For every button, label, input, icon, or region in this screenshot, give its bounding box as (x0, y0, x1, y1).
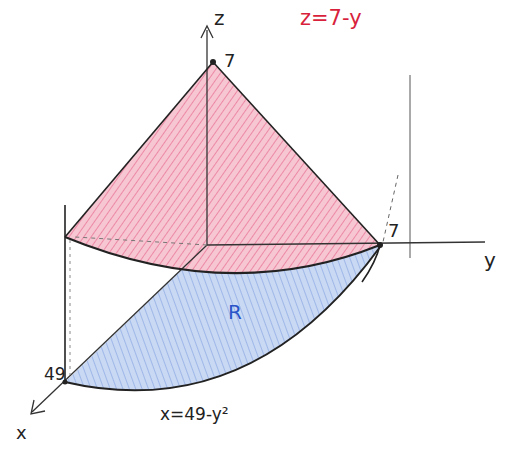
tick-value: 7 (224, 52, 235, 70)
base-curve (65, 247, 380, 390)
edge-line (65, 62, 213, 237)
tick-value: 49 (44, 366, 66, 383)
y-axis (207, 242, 485, 245)
axis-label: z (214, 8, 225, 28)
side-curve (362, 245, 380, 282)
side-edge (64, 205, 66, 382)
guide-line (410, 75, 411, 258)
arrowhead (31, 400, 45, 414)
z-axis (206, 30, 207, 245)
edge-line (213, 62, 380, 245)
side-dashed (70, 240, 71, 375)
axis-label: y (484, 250, 496, 270)
apex-dot (210, 59, 216, 65)
hidden-edge (75, 237, 207, 245)
axis-label: x (16, 424, 27, 442)
corner-dot (377, 242, 383, 248)
plane-surface (65, 62, 380, 273)
top-curve (65, 237, 380, 273)
region-label: R (228, 302, 242, 322)
curve-equation: x=49-y² (160, 406, 229, 423)
tick-value: 7 (388, 222, 399, 240)
arrowhead (201, 26, 213, 38)
plane-equation: z=7-y (300, 8, 362, 29)
